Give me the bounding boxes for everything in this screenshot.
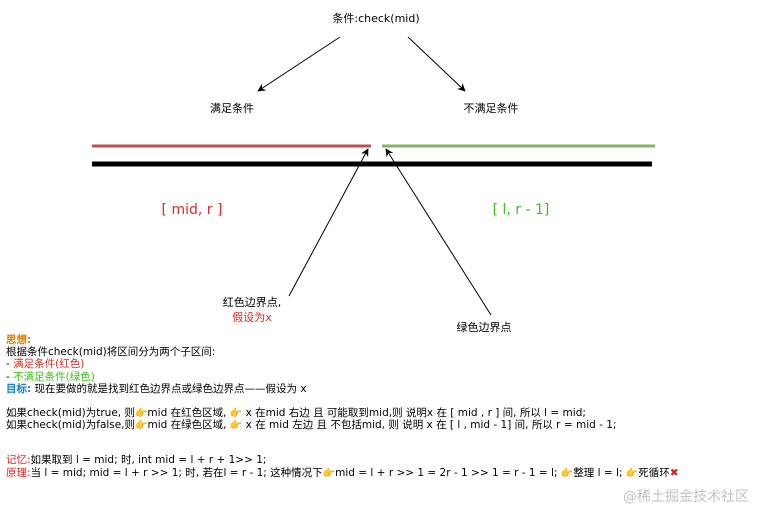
arrow-to-unsatisfied bbox=[407, 36, 466, 92]
thinking-title: 思想: bbox=[6, 334, 32, 346]
pointing-finger-icon: 👉 bbox=[135, 420, 148, 432]
memory-text: 如果取到 l = mid; 时, int mid = l + r + 1>> 1… bbox=[30, 454, 267, 467]
green-boundary-label: 绿色边界点 bbox=[457, 320, 512, 334]
unsatisfied-label: 不满足条件 bbox=[464, 101, 519, 115]
green-range-label: [ l, r - 1] bbox=[493, 202, 550, 218]
pointing-finger-icon: 👉 bbox=[229, 407, 243, 419]
principle-text: 当 l = mid; mid = l + r >> 1; 时, 若在l = r … bbox=[30, 466, 323, 479]
memory-label: 记忆: bbox=[6, 454, 31, 467]
unsatisfied-item: 不满足条件(绿色) bbox=[13, 370, 95, 383]
arrow-red-boundary bbox=[288, 148, 369, 297]
principle-label: 原理: bbox=[6, 466, 31, 479]
arrow-green-boundary bbox=[385, 148, 492, 316]
pointing-finger-icon: 👉 bbox=[134, 407, 148, 419]
false-case-text: 如果check(mid)为false,则 bbox=[6, 419, 136, 432]
watermark: @稀土掘金技术社区 bbox=[623, 489, 749, 505]
goal-label: 目标: bbox=[6, 382, 32, 395]
satisfied-label: 满足条件 bbox=[210, 101, 254, 115]
explanation-notes: 思想: 根据条件check(mid)将区间分为两个子区间: - 满足条件(红色)… bbox=[6, 334, 679, 479]
red-boundary-assume-label: 假设为x bbox=[232, 310, 272, 324]
red-range-label: [ mid, r ] bbox=[162, 202, 223, 218]
pointing-finger-icon: 👉 bbox=[560, 467, 574, 479]
goal-text: 现在要做的就是找到红色边界点或绿色边界点——假设为 x bbox=[34, 382, 307, 395]
true-case-text: 如果check(mid)为true, 则 bbox=[6, 406, 135, 419]
split-description: 根据条件check(mid)将区间分为两个子区间: bbox=[6, 346, 216, 359]
arrow-to-satisfied bbox=[257, 36, 341, 92]
pointing-finger-icon: 👉 bbox=[322, 467, 336, 479]
condition-label: 条件:check(mid) bbox=[332, 11, 419, 25]
pointing-finger-icon: 👉 bbox=[229, 420, 243, 432]
pointing-finger-icon: 👉 bbox=[625, 467, 639, 479]
red-boundary-label: 红色边界点, bbox=[223, 295, 282, 309]
red-cross-icon: ✖ bbox=[669, 466, 679, 479]
satisfied-item: 满足条件(红色) bbox=[13, 358, 85, 371]
